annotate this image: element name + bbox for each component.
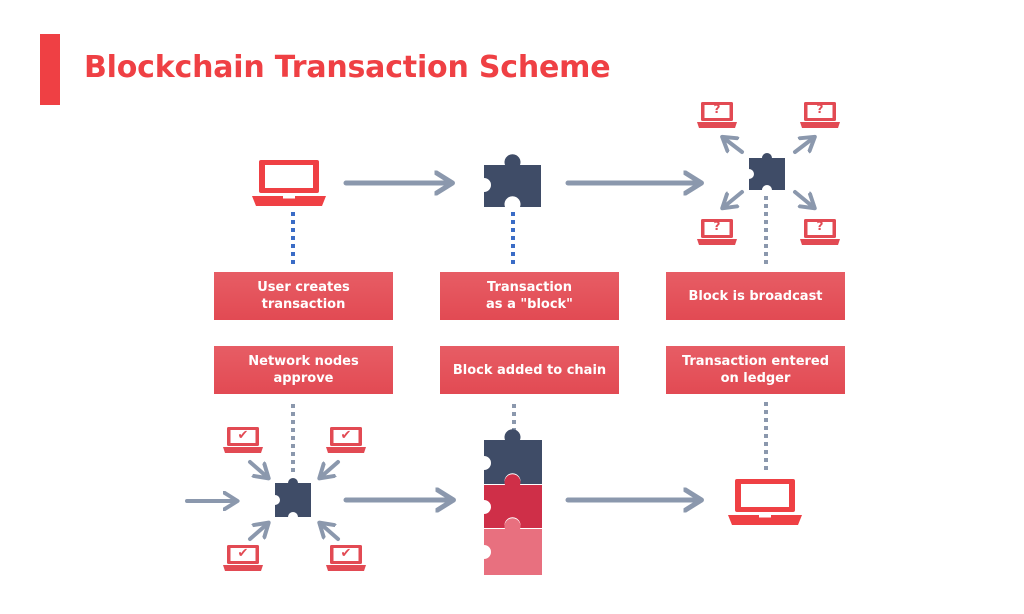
step-transaction-as-block: Transaction as a "block" [440, 272, 619, 320]
approve-puzzle-icon [275, 478, 311, 517]
step-network-nodes-approve: Network nodes approve [214, 346, 393, 394]
title-accent-bar [40, 34, 60, 105]
broadcast-node-laptop-icon: ? [697, 102, 737, 128]
ledger-laptop-icon [728, 479, 802, 525]
svg-text:?: ? [714, 219, 721, 233]
svg-text:?: ? [817, 219, 824, 233]
svg-text:✔: ✔ [238, 428, 249, 443]
svg-text:✔: ✔ [341, 546, 352, 561]
user-laptop-icon [252, 160, 326, 206]
broadcast-puzzle-icon [749, 153, 785, 190]
step-block-broadcast: Block is broadcast [666, 272, 845, 320]
svg-text:✔: ✔ [238, 546, 249, 561]
svg-text:?: ? [714, 102, 721, 116]
approve-node-laptop-icon: ✔ [223, 427, 263, 453]
svg-text:✔: ✔ [341, 428, 352, 443]
broadcast-node-laptop-icon: ? [697, 219, 737, 245]
approve-node-laptop-icon: ✔ [223, 545, 263, 571]
page-title: Blockchain Transaction Scheme [84, 50, 611, 85]
approve-node-laptop-icon: ✔ [326, 427, 366, 453]
chain-puzzle-stack-icon [484, 429, 542, 575]
broadcast-cluster: ? ? ? ? [697, 102, 840, 245]
step-user-creates-transaction: User creates transaction [214, 272, 393, 320]
svg-text:?: ? [817, 102, 824, 116]
step-block-added-to-chain: Block added to chain [440, 346, 619, 394]
approve-node-laptop-icon: ✔ [326, 545, 366, 571]
broadcast-node-laptop-icon: ? [800, 102, 840, 128]
broadcast-node-laptop-icon: ? [800, 219, 840, 245]
step-transaction-entered-ledger: Transaction entered on ledger [666, 346, 845, 394]
transaction-block-puzzle-icon [484, 154, 541, 207]
approve-cluster: ✔ ✔ ✔ ✔ [185, 427, 366, 571]
